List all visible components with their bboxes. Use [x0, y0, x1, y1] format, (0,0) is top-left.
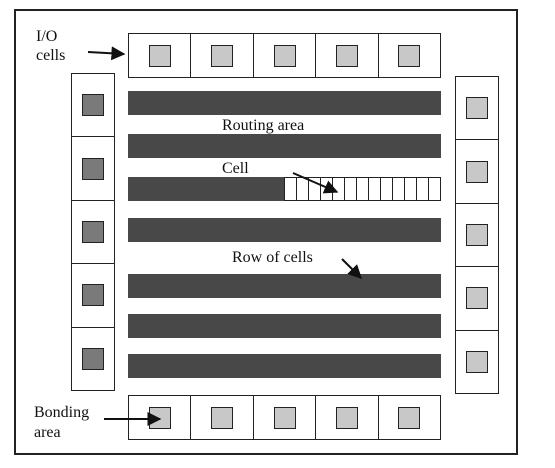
io-cell [72, 74, 114, 138]
bonding-pad [273, 44, 296, 67]
bonding-pad [211, 406, 234, 429]
io-cell [72, 201, 114, 265]
cell-row-3 [128, 177, 441, 201]
bonding-pad [211, 44, 234, 67]
row-of-cells-arrow [341, 258, 362, 279]
cell-row-7 [128, 354, 441, 378]
cell-slot [380, 178, 392, 200]
cell-row-2 [128, 134, 441, 158]
bonding-area-label-line1: Bonding [34, 404, 90, 421]
cell-slot [308, 178, 320, 200]
io-cell [379, 396, 440, 439]
bonding-pad [466, 224, 488, 247]
cell-slot [392, 178, 404, 200]
io-cell [72, 264, 114, 328]
io-cell [254, 34, 317, 77]
cell-arrow [292, 172, 339, 194]
bonding-pad [398, 406, 421, 429]
bonding-pad [273, 406, 296, 429]
cell-slots [284, 177, 441, 201]
io-cell [254, 396, 317, 439]
cell-row-5 [128, 274, 441, 298]
io-cell [379, 34, 440, 77]
io-cells-label-line1: I/O [36, 28, 58, 45]
bonding-pad [82, 284, 104, 307]
bonding-pad [82, 94, 104, 117]
io-cell [456, 204, 498, 268]
cell-slot [284, 178, 296, 200]
bonding-pad [466, 160, 488, 183]
io-cell [316, 34, 379, 77]
routing-area-label: Routing area [222, 117, 305, 134]
cell-slot [320, 178, 332, 200]
cell-slot [296, 178, 308, 200]
bonding-pad [82, 221, 104, 244]
cell-slot [356, 178, 368, 200]
io-cells-arrow [87, 46, 126, 61]
bottom-io-strip [128, 395, 441, 440]
bonding-pad [466, 97, 488, 120]
bonding-pad [335, 44, 358, 67]
cell-slot [368, 178, 380, 200]
cell-row-4 [128, 218, 441, 242]
io-cell [456, 77, 498, 141]
bonding-area-label-line2: area [34, 424, 61, 441]
cell-row-6 [128, 314, 441, 338]
cell-row-1 [128, 91, 441, 115]
io-cell [191, 34, 254, 77]
bonding-pad [82, 347, 104, 370]
bonding-pad [466, 350, 488, 373]
cell-slot [416, 178, 428, 200]
io-cell [456, 267, 498, 331]
io-cell [456, 331, 498, 393]
row-of-cells-label: Row of cells [232, 249, 313, 266]
io-cell [72, 137, 114, 201]
right-io-strip [455, 76, 499, 394]
top-io-strip [128, 33, 441, 78]
io-cell [191, 396, 254, 439]
bonding-pad [466, 287, 488, 310]
cell-slot [404, 178, 416, 200]
cell-slot [344, 178, 356, 200]
cell-slot [428, 178, 440, 200]
io-cell [456, 140, 498, 204]
bonding-pad [148, 44, 171, 67]
bonding-pad [335, 406, 358, 429]
left-io-strip [71, 73, 115, 391]
io-cells-label-line2: cells [36, 47, 66, 64]
cell-label: Cell [222, 160, 249, 177]
bonding-pad [398, 44, 421, 67]
bonding-pad [82, 157, 104, 180]
io-cell [72, 328, 114, 390]
cell-row-filled-segment [128, 177, 284, 201]
io-cell [316, 396, 379, 439]
io-cell [129, 34, 192, 77]
